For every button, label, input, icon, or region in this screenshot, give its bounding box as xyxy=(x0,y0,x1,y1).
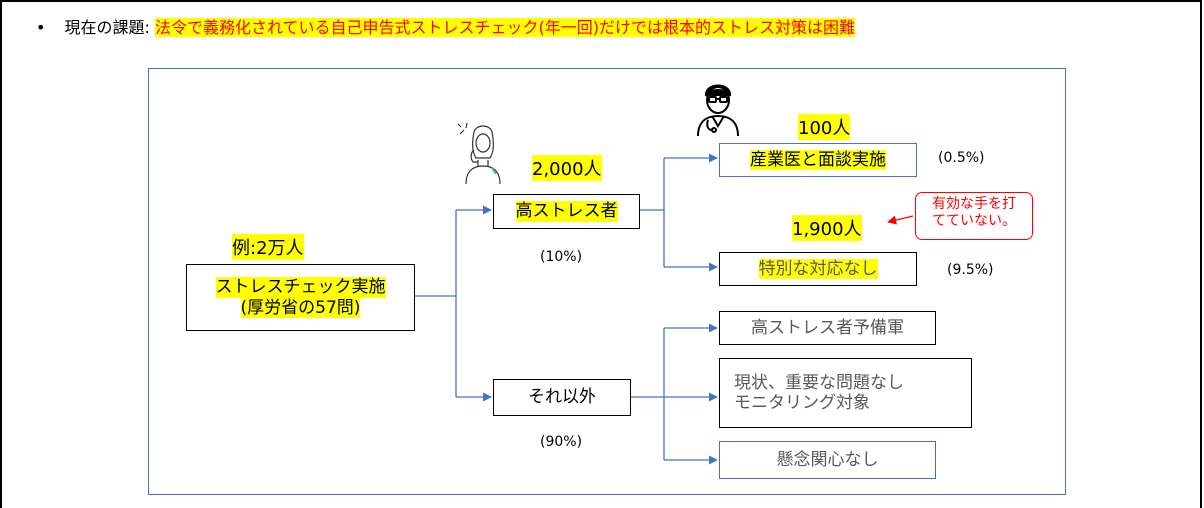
header-text: 法令で義務化されている自己申告式ストレスチェック(年一回)だけでは根本的ストレス… xyxy=(155,18,856,37)
no-action-pct: (9.5%) xyxy=(947,262,994,278)
callout-box: 有効な手を打 てていない。 xyxy=(915,192,1033,240)
high-stress-count: 2,000人 xyxy=(532,155,602,181)
doctor-icon xyxy=(697,84,739,136)
interview-count: 100人 xyxy=(798,114,851,140)
diagram-frame xyxy=(148,68,1066,495)
root-box[interactable]: ストレスチェック実施 (厚労省の57問) xyxy=(186,264,415,331)
others-label: それ以外 xyxy=(528,387,596,408)
example-label: 例:2万人 xyxy=(232,234,304,260)
no-concern-label: 懸念関心なし xyxy=(776,449,879,470)
others-box[interactable]: それ以外 xyxy=(493,379,631,416)
high-stress-label: 高ストレス者 xyxy=(515,201,618,222)
monitor-line2: モニタリング対象 xyxy=(734,393,870,413)
others-pct: (90%) xyxy=(540,434,583,450)
no-action-label: 特別な対応なし xyxy=(758,258,878,280)
callout-line2: てていない。 xyxy=(932,212,1016,229)
interview-box[interactable]: 産業医と面談実施 xyxy=(719,143,917,177)
no-concern-box[interactable]: 懸念関心なし xyxy=(719,441,936,479)
interview-pct: (0.5%) xyxy=(938,150,985,166)
connector-high-stress xyxy=(640,158,665,267)
reserve-label: 高ストレス者予備軍 xyxy=(751,317,904,338)
no-action-count: 1,900人 xyxy=(792,215,862,241)
callout-line1: 有効な手を打 xyxy=(932,196,1016,212)
monitor-box[interactable]: 現状、重要な問題なし モニタリング対象 xyxy=(719,358,972,428)
header-label: 現在の課題: xyxy=(64,18,150,37)
reserve-box[interactable]: 高ストレス者予備軍 xyxy=(719,311,936,345)
stressed-woman-icon xyxy=(457,122,501,184)
root-line1: ストレスチェック実施 xyxy=(215,277,386,298)
bullet: • xyxy=(36,18,46,37)
header: • 現在の課題: 法令で義務化されている自己申告式ストレスチェック(年一回)だけ… xyxy=(36,14,856,38)
high-stress-box[interactable]: 高ストレス者 xyxy=(493,194,640,229)
root-line2: (厚労省の57問) xyxy=(240,297,361,318)
arrow-callout xyxy=(887,215,914,225)
interview-label: 産業医と面談実施 xyxy=(750,149,886,171)
no-action-box[interactable]: 特別な対応なし xyxy=(719,252,917,286)
high-stress-pct: (10%) xyxy=(540,249,583,265)
connector-others xyxy=(631,328,665,460)
connector-root xyxy=(415,210,457,397)
monitor-line1: 現状、重要な問題なし xyxy=(734,372,904,393)
